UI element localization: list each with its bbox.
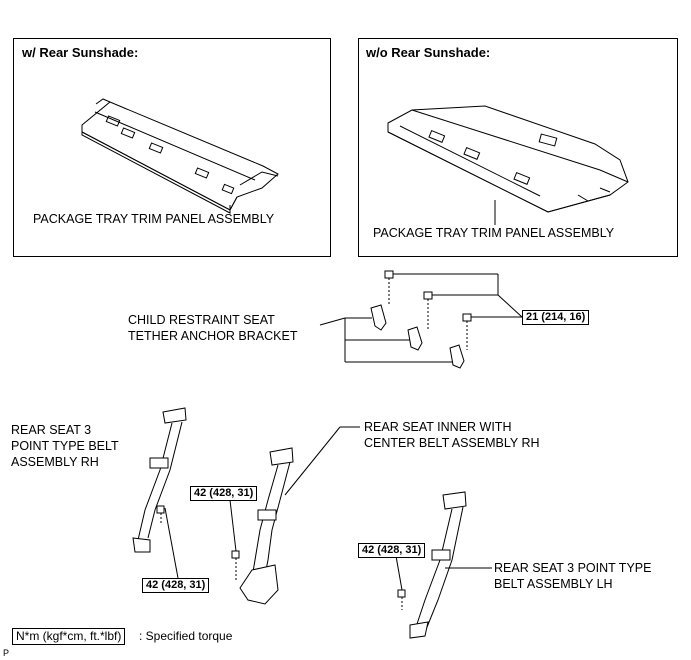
panel-title-with-sunshade: w/ Rear Sunshade:: [22, 45, 139, 60]
package-tray-with-sunshade-label: PACKAGE TRAY TRIM PANEL ASSEMBLY: [33, 212, 275, 226]
panel-title-without-sunshade: w/o Rear Sunshade:: [366, 45, 491, 60]
torque-belt-center: 42 (428, 31): [190, 486, 258, 501]
child-restraint-label-line2: TETHER ANCHOR BRACKET: [128, 329, 298, 343]
rear-seat-rh-label-line2: POINT TYPE BELT: [11, 439, 119, 453]
legend-description: : Specified torque: [139, 629, 233, 643]
rear-seat-lh-label-line2: BELT ASSEMBLY LH: [494, 577, 613, 591]
torque-belt-rh: 42 (428, 31): [142, 578, 210, 593]
legend-unit-box: N*m (kgf*cm, ft.*lbf): [12, 628, 126, 645]
rear-seat-rh-label-line3: ASSEMBLY RH: [11, 455, 99, 469]
inner-center-label-line2: CENTER BELT ASSEMBLY RH: [364, 436, 540, 450]
package-tray-without-sunshade: [387, 105, 629, 213]
belt-rh: [132, 407, 187, 579]
torque-bracket: 21 (214, 16): [522, 310, 590, 325]
figure-code: P: [3, 648, 10, 658]
belt-lh: [395, 491, 492, 639]
tether-anchor-brackets: [370, 304, 465, 369]
torque-belt-lh: 42 (428, 31): [358, 543, 426, 558]
inner-center-label-line1: REAR SEAT INNER WITH: [364, 420, 512, 434]
rear-seat-rh-label-line1: REAR SEAT 3: [11, 423, 92, 437]
bracket-bolts: [384, 270, 472, 350]
package-tray-with-sunshade: [81, 98, 279, 214]
rear-seat-lh-label-line1: REAR SEAT 3 POINT TYPE: [494, 561, 652, 575]
package-tray-without-sunshade-label: PACKAGE TRAY TRIM PANEL ASSEMBLY: [373, 226, 615, 240]
belt-center: [229, 426, 360, 605]
bracket-torque-leaders: [393, 273, 523, 318]
child-restraint-label-line1: CHILD RESTRAINT SEAT: [128, 313, 275, 327]
bracket-label-leaders: [319, 317, 452, 363]
